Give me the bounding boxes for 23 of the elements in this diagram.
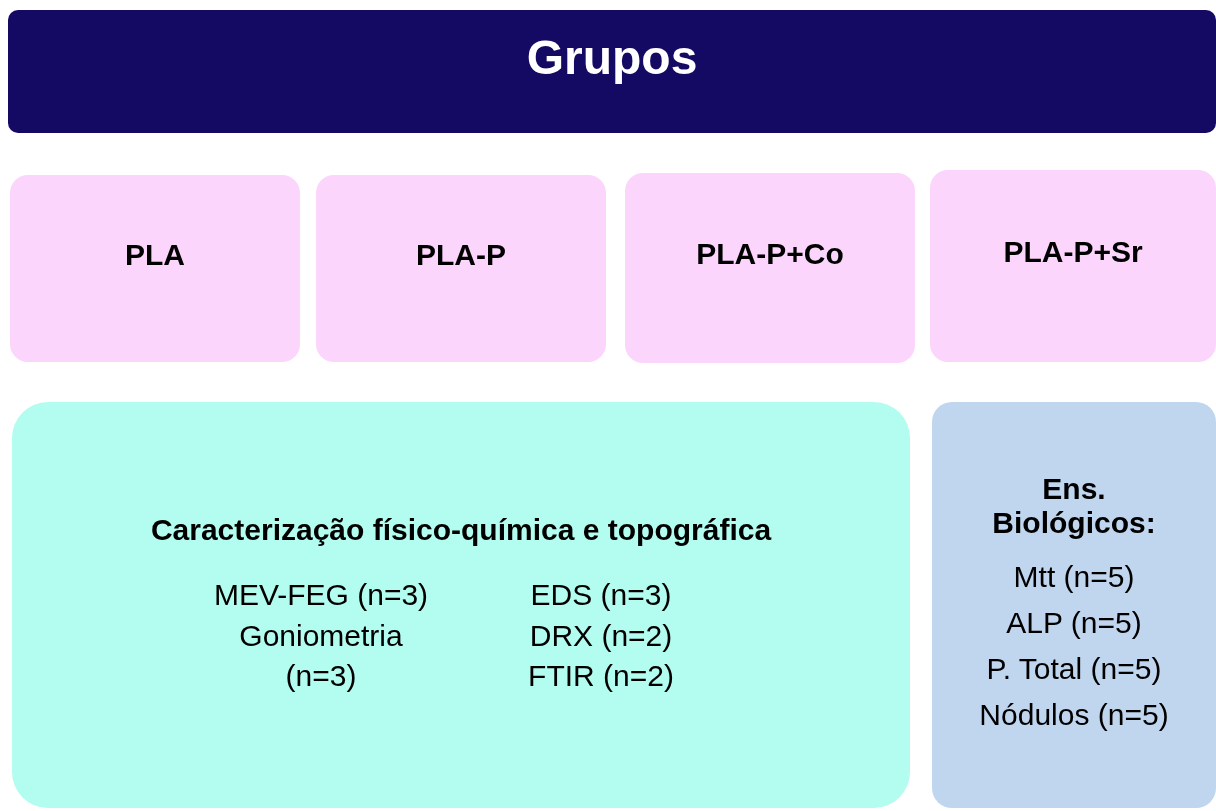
measurement-item: MEV-FEG (n=3) (212, 577, 430, 614)
group-label: PLA-P+Co (696, 237, 844, 271)
measurement-item: Goniometria (n=3) (238, 617, 404, 695)
measurement-item: FTIR (n=2) (527, 658, 675, 695)
group-box (316, 175, 606, 362)
analysis-panel (932, 402, 1216, 808)
measurement-item: DRX (n=2) (528, 617, 674, 654)
group-box (625, 173, 915, 363)
panel-heading: Ens. Biológicos: (991, 472, 1157, 540)
analysis-panel (12, 402, 910, 808)
group-label: PLA-P (416, 237, 506, 272)
measurement-item: EDS (n=3) (529, 577, 673, 614)
measurement-item: P. Total (n=5) (986, 652, 1162, 686)
group-box (930, 170, 1216, 362)
group-label: PLA (125, 237, 185, 272)
group-label: PLA-P+Sr (1003, 235, 1143, 269)
panel-heading: Caracterização físico-química e topográfica (150, 513, 772, 548)
measurement-item: Nódulos (n=5) (979, 698, 1169, 732)
title-banner (8, 10, 1216, 133)
group-box (10, 175, 300, 362)
banner-title: Grupos (526, 30, 698, 85)
measurement-item: Mtt (n=5) (1013, 560, 1135, 594)
measurement-item: ALP (n=5) (1006, 606, 1142, 640)
